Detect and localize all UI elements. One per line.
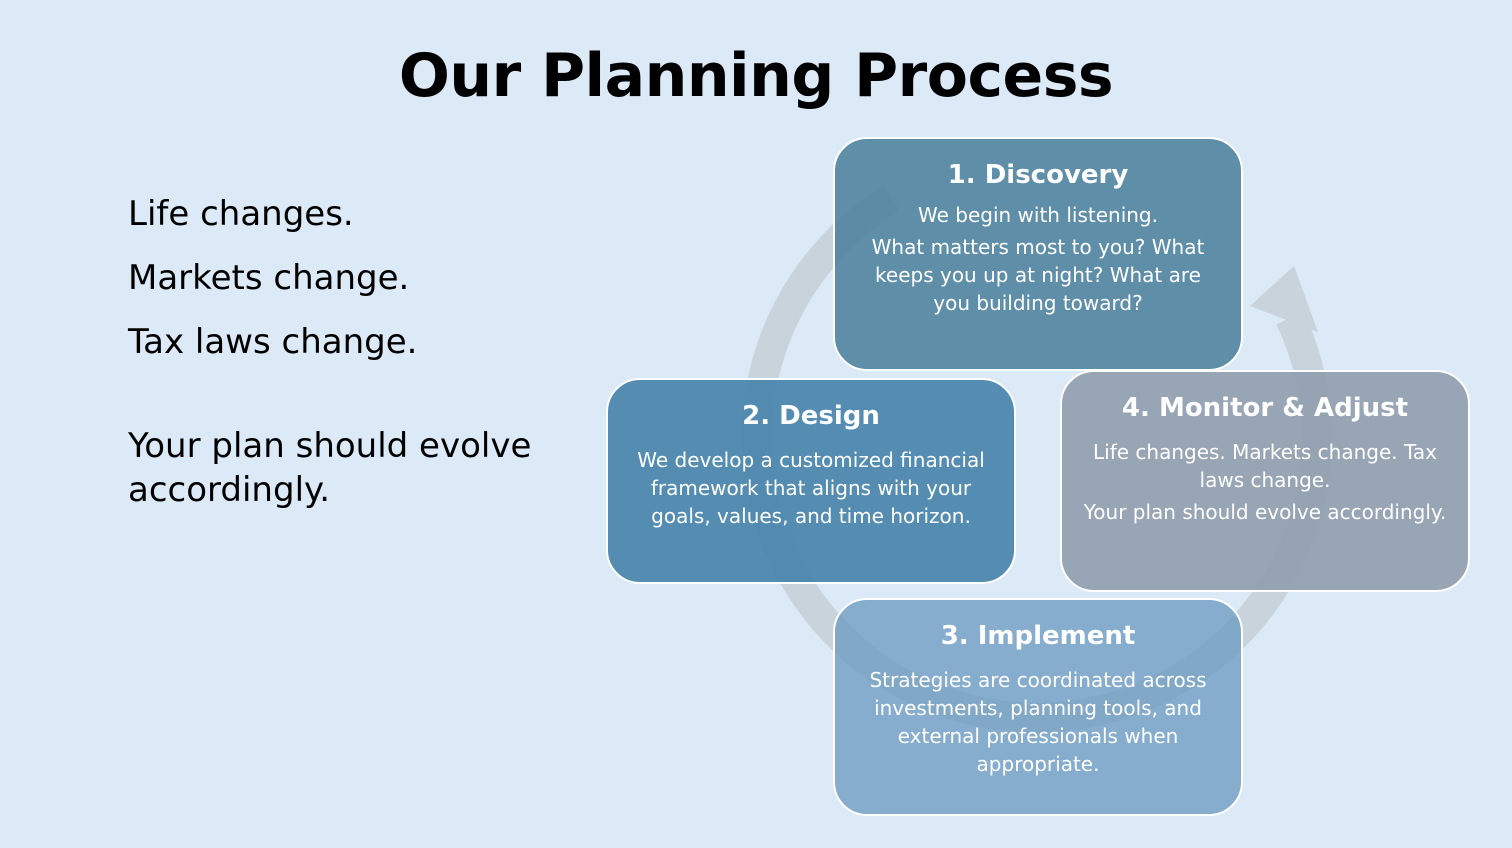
step-design: 2. Design We develop a customized financ… — [606, 378, 1016, 584]
step-implement: 3. Implement Strategies are coordinated … — [833, 598, 1243, 816]
step-monitor-body: Life changes. Markets change. Tax laws c… — [1076, 438, 1454, 526]
step-design-text-1: We develop a customized financial framew… — [637, 448, 985, 528]
step-discovery-text-1: We begin with listening. — [918, 203, 1158, 227]
step-implement-text-1: Strategies are coordinated across invest… — [869, 668, 1207, 776]
step-discovery-body: We begin with listening. What matters mo… — [859, 201, 1217, 317]
step-discovery-heading: 1. Discovery — [947, 160, 1129, 190]
step-discovery: 1. Discovery We begin with listening. Wh… — [833, 137, 1243, 371]
intro-closing: Your plan should evolve accordingly. — [128, 426, 532, 510]
step-design-body: We develop a customized financial framew… — [628, 446, 994, 530]
step-monitor-heading: 4. Monitor & Adjust — [1121, 393, 1409, 423]
cycle-arrowhead — [1250, 266, 1318, 332]
slide-title: Our Planning Process — [398, 41, 1114, 111]
intro-line-tax: Tax laws change. — [128, 322, 418, 362]
step-monitor-adjust: 4. Monitor & Adjust Life changes. Market… — [1060, 370, 1470, 592]
step-monitor-text-2: Your plan should evolve accordingly. — [1083, 500, 1447, 524]
step-design-heading: 2. Design — [742, 401, 880, 431]
step-discovery-text-2: What matters most to you? What keeps you… — [871, 235, 1205, 315]
intro-text: Life changes. Markets change. Tax laws c… — [128, 192, 598, 512]
step-implement-body: Strategies are coordinated across invest… — [859, 666, 1217, 778]
step-implement-heading: 3. Implement — [940, 621, 1136, 651]
intro-line-life: Life changes. — [128, 194, 354, 234]
step-monitor-text-1: Life changes. Markets change. Tax laws c… — [1093, 440, 1437, 492]
intro-line-markets: Markets change. — [128, 258, 410, 298]
